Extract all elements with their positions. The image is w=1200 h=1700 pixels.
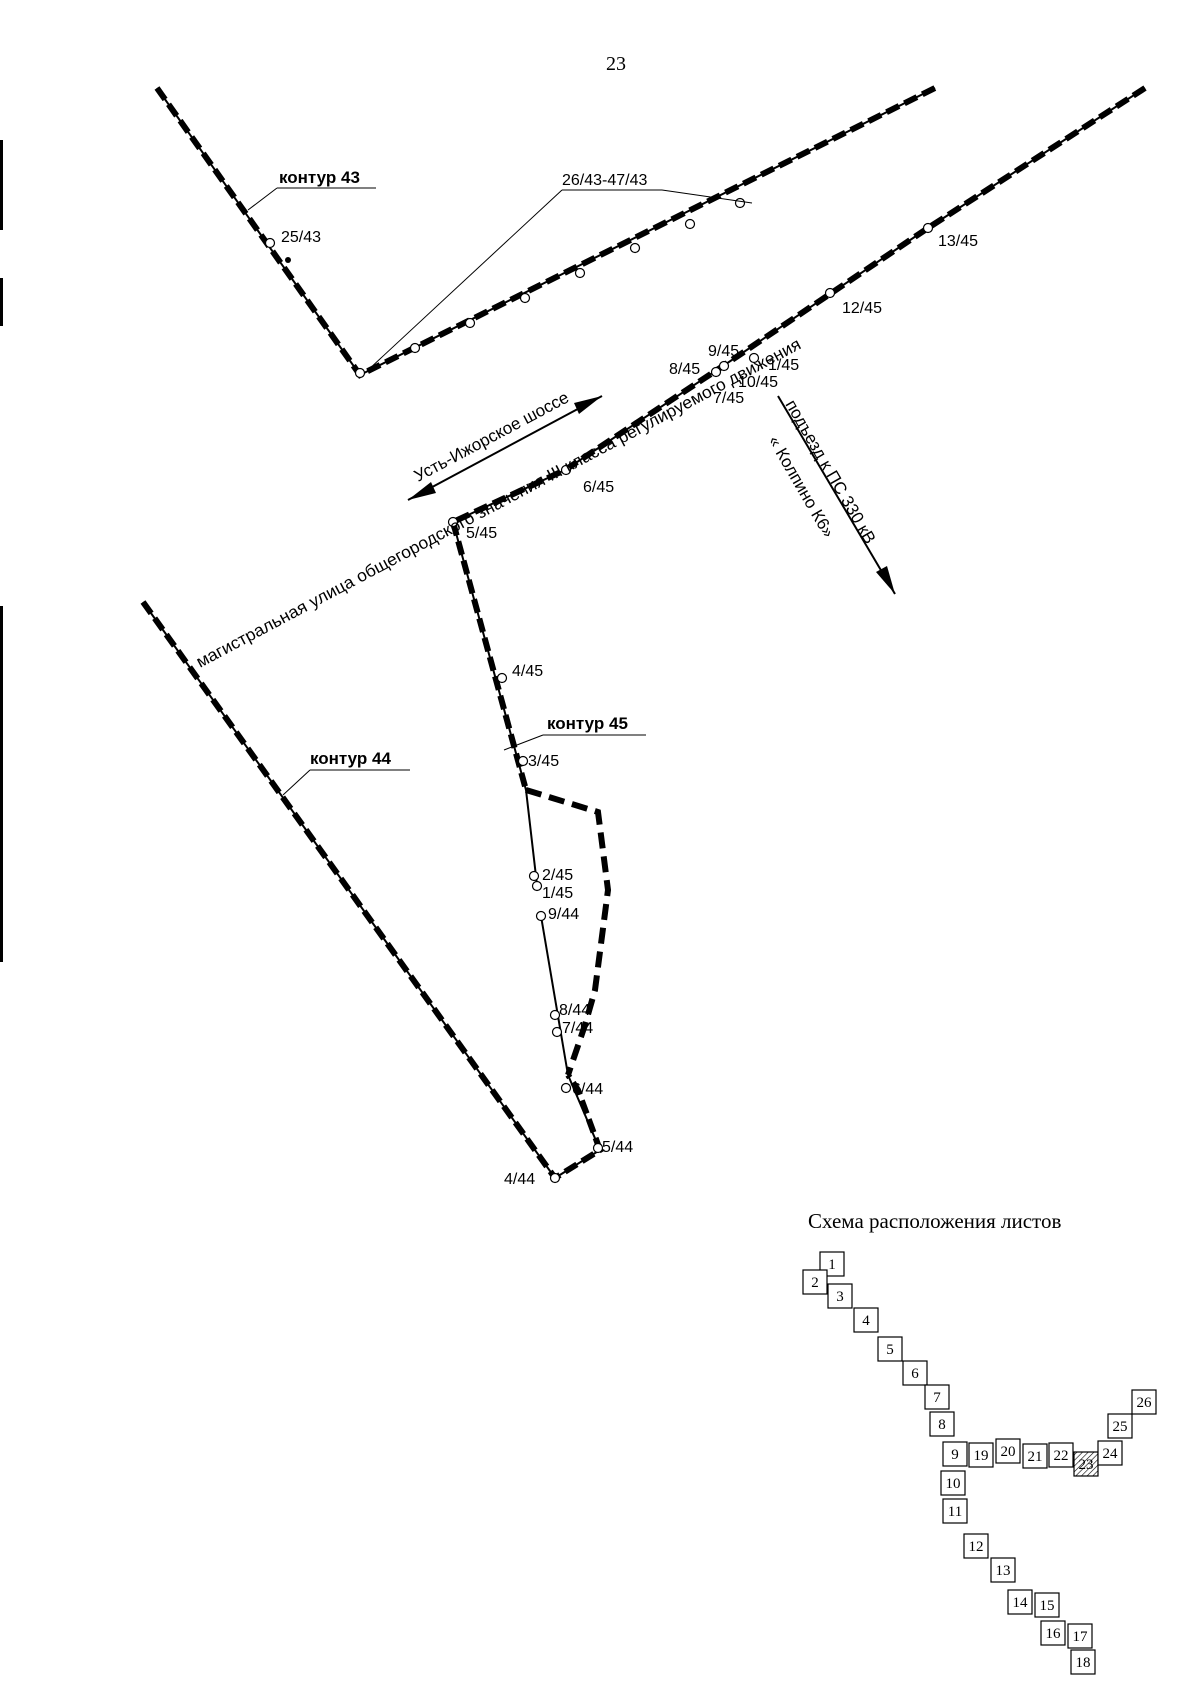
sheet-cell — [1022, 1443, 1048, 1469]
sheet-number: 1 — [828, 1257, 836, 1273]
sheet-number: 17 — [1073, 1629, 1089, 1645]
contour-45-label: контур 45 — [547, 714, 628, 733]
sheet-cell — [1067, 1623, 1093, 1649]
sheet-cell — [942, 1441, 968, 1467]
sheet-cell — [1040, 1620, 1066, 1646]
road-label-main-street: магистральная улица общегородского значе… — [193, 335, 804, 672]
point-range-label: 26/43-47/43 — [562, 172, 648, 189]
point-label: 13/45 — [938, 233, 978, 250]
sheet-number: 18 — [1076, 1655, 1091, 1671]
sheet-cell — [1107, 1413, 1133, 1439]
sheet-number: 10 — [946, 1476, 961, 1492]
point-label: 12/45 — [842, 300, 882, 317]
sheet-number: 26 — [1137, 1395, 1153, 1411]
point-label: 5/45 — [466, 525, 497, 542]
sheet-number: 5 — [886, 1342, 894, 1358]
point-label: 6/45 — [583, 479, 614, 496]
sheet-number: 12 — [969, 1539, 984, 1555]
point-label: 25/43 — [281, 229, 321, 246]
sheet-cell — [1034, 1592, 1060, 1618]
contour-44-vertex-markers — [535, 910, 604, 1184]
point-label: 9/45 — [708, 343, 739, 360]
sheet-cell — [929, 1411, 955, 1437]
point-label: 1/45 — [542, 885, 573, 902]
contour-44-label: контур 44 — [310, 749, 391, 768]
point-label: 5/44 — [602, 1139, 633, 1156]
sheet-number: 24 — [1103, 1446, 1119, 1462]
sheet-cell — [1097, 1440, 1123, 1466]
sheet-cell — [968, 1442, 994, 1468]
sheet-cell — [827, 1283, 853, 1309]
sheet-number: 6 — [911, 1366, 919, 1382]
sheet-cell — [990, 1557, 1016, 1583]
contour-43-boundary — [154, 85, 937, 379]
sheet-cell — [924, 1384, 950, 1410]
point-label: 2/45 — [542, 867, 573, 884]
contour-45-leader — [503, 734, 544, 751]
sheet-cell — [802, 1269, 828, 1295]
point-label: 1/45 — [768, 357, 799, 374]
sheet-number: 2 — [811, 1275, 819, 1291]
sheet-cell — [995, 1438, 1021, 1464]
page-number: 23 — [606, 53, 626, 75]
sheet-cell — [902, 1360, 928, 1386]
contour-43-vertex-markers — [264, 197, 746, 379]
sheet-number: 21 — [1028, 1449, 1043, 1465]
sheet-number: 4 — [862, 1313, 870, 1329]
sheet-number: 15 — [1040, 1598, 1055, 1614]
point-range-leader — [366, 189, 563, 372]
point-label: 10/45 — [738, 374, 778, 391]
sheet-number: 16 — [1046, 1626, 1062, 1642]
sheet-cell — [1070, 1649, 1096, 1675]
contour-43-leader — [247, 187, 278, 211]
sheet-cell — [940, 1470, 966, 1496]
contour-44-leader — [282, 769, 311, 796]
sheet-number: 3 — [836, 1289, 844, 1305]
sheet-number: 11 — [948, 1504, 962, 1520]
sheet-number: 13 — [996, 1563, 1011, 1579]
contour-44-boundary — [140, 600, 604, 1183]
point-label: 3/45 — [528, 753, 559, 770]
point-label: 4/44 — [504, 1171, 535, 1188]
point-label: 8/45 — [669, 361, 700, 378]
point-label: 6/44 — [572, 1081, 603, 1098]
point-label: 9/44 — [548, 906, 579, 923]
point-label: 8/44 — [559, 1002, 590, 1019]
point-label: 7/44 — [562, 1020, 593, 1037]
sheet-number: 23 — [1079, 1457, 1094, 1473]
point-range-leader — [661, 189, 753, 204]
sheet-cell — [853, 1307, 879, 1333]
sheet-cell — [963, 1533, 989, 1559]
margin-marks — [0, 140, 3, 962]
contour-45-vertex-markers — [447, 222, 934, 892]
point-label: 7/45 — [713, 390, 744, 407]
sheet-number: 9 — [951, 1447, 959, 1463]
point-label: 4/45 — [512, 663, 543, 680]
sheet-number: 14 — [1013, 1595, 1029, 1611]
sheet-cell — [877, 1336, 903, 1362]
contour-45-boundary — [450, 85, 1147, 1076]
ust-izhorskoe-arrow — [407, 395, 603, 501]
sheet-index-title: Схема расположения листов — [808, 1209, 1061, 1233]
sheet-cell — [1048, 1442, 1074, 1468]
substation-approach-arrow — [777, 395, 896, 595]
sheet-number: 22 — [1054, 1448, 1069, 1464]
sheet-number: 25 — [1113, 1419, 1128, 1435]
sheet-cell — [942, 1498, 968, 1524]
contour-43-label: контур 43 — [279, 168, 360, 187]
sheet-number: 8 — [938, 1417, 946, 1433]
sheet-number: 7 — [933, 1390, 941, 1406]
sheet-cell — [1007, 1589, 1033, 1615]
sheet-number: 19 — [974, 1448, 989, 1464]
contour-43-dot — [285, 257, 291, 263]
sheet-number: 20 — [1001, 1444, 1016, 1460]
sheet-cell — [1131, 1389, 1157, 1415]
